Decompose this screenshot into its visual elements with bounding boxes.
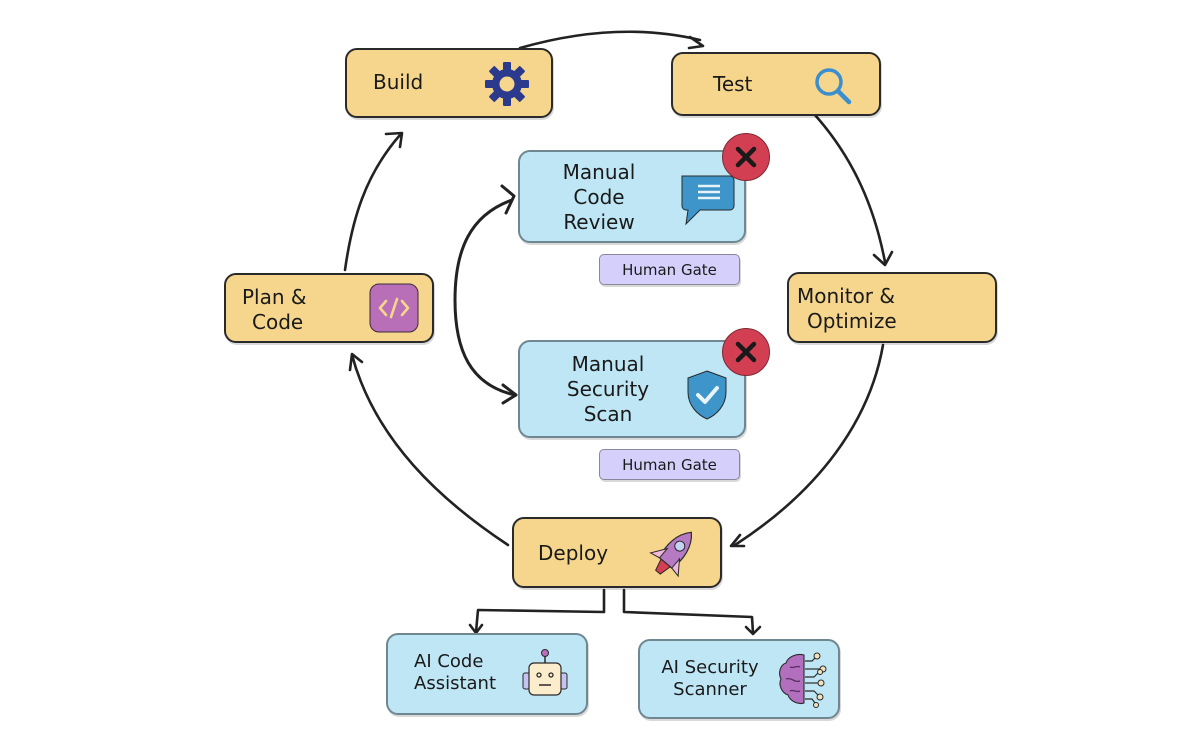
brain-circuit-icon bbox=[779, 652, 827, 708]
arrow-head-build-to-test bbox=[687, 35, 705, 50]
ai-code-assistant-label: AI Code Assistant bbox=[414, 651, 497, 694]
arrow-head-ai-security bbox=[744, 625, 762, 636]
stage-deploy[interactable]: Deploy bbox=[512, 517, 722, 588]
rejected-badge-code-review bbox=[722, 133, 770, 181]
arrow-head-security bbox=[501, 383, 518, 405]
stage-build[interactable]: Build bbox=[345, 48, 553, 118]
chat-bubble-icon bbox=[681, 175, 735, 226]
ai-security-scanner[interactable]: AI Security Scanner bbox=[638, 639, 840, 719]
shield-check-icon bbox=[687, 370, 727, 420]
stage-deploy-label: Deploy bbox=[538, 541, 609, 565]
stage-test[interactable]: Test bbox=[671, 52, 881, 116]
arrow-test-to-monitor bbox=[813, 113, 887, 264]
rocket-icon bbox=[649, 531, 692, 578]
stage-build-label: Build bbox=[373, 70, 424, 94]
manual-security-scan[interactable]: Manual Security Scan bbox=[518, 340, 746, 438]
gear-icon bbox=[485, 62, 529, 106]
manual-code-review[interactable]: Manual Code Review bbox=[518, 150, 746, 243]
stage-plan-code-label: Plan & Code bbox=[242, 285, 307, 334]
human-gate-security-scan: Human Gate bbox=[599, 449, 740, 480]
ai-security-scanner-label: AI Security Scanner bbox=[661, 657, 759, 700]
human-gate-label: Human Gate bbox=[622, 260, 717, 279]
arrow-head-plan-to-build bbox=[384, 131, 404, 149]
arrow-head-review bbox=[500, 184, 516, 215]
close-icon bbox=[735, 341, 757, 363]
arrow-head-deploy-to-plan bbox=[348, 352, 364, 372]
arrow-deploy-to-plan bbox=[350, 353, 510, 547]
close-icon bbox=[735, 146, 757, 168]
rejected-badge-security-scan bbox=[722, 328, 770, 376]
arrow-deploy-to-ai-code bbox=[474, 588, 606, 634]
arrow-build-to-test bbox=[518, 30, 702, 50]
magnifier-icon bbox=[815, 68, 852, 105]
human-gate-label: Human Gate bbox=[622, 455, 717, 474]
arrow-review-to-security bbox=[453, 198, 517, 397]
code-icon bbox=[369, 283, 419, 333]
human-gate-code-review: Human Gate bbox=[599, 254, 740, 285]
robot-icon bbox=[522, 649, 568, 696]
stage-plan-code[interactable]: Plan & Code bbox=[224, 273, 434, 343]
arrow-monitor-to-deploy bbox=[733, 343, 885, 547]
arrow-head-test-to-monitor bbox=[872, 250, 894, 267]
manual-code-review-label: Manual Code Review bbox=[562, 160, 636, 234]
manual-security-scan-label: Manual Security Scan bbox=[566, 352, 650, 426]
arrow-deploy-to-ai-security bbox=[622, 588, 755, 635]
arrow-plan-to-build bbox=[343, 133, 402, 272]
stage-monitor-optimize[interactable]: Monitor & Optimize bbox=[787, 272, 997, 343]
ai-code-assistant[interactable]: AI Code Assistant bbox=[386, 633, 588, 715]
stage-test-label: Test bbox=[713, 72, 753, 96]
arrow-head-monitor-to-deploy bbox=[729, 533, 746, 548]
stage-monitor-optimize-label: Monitor & Optimize bbox=[797, 284, 897, 333]
